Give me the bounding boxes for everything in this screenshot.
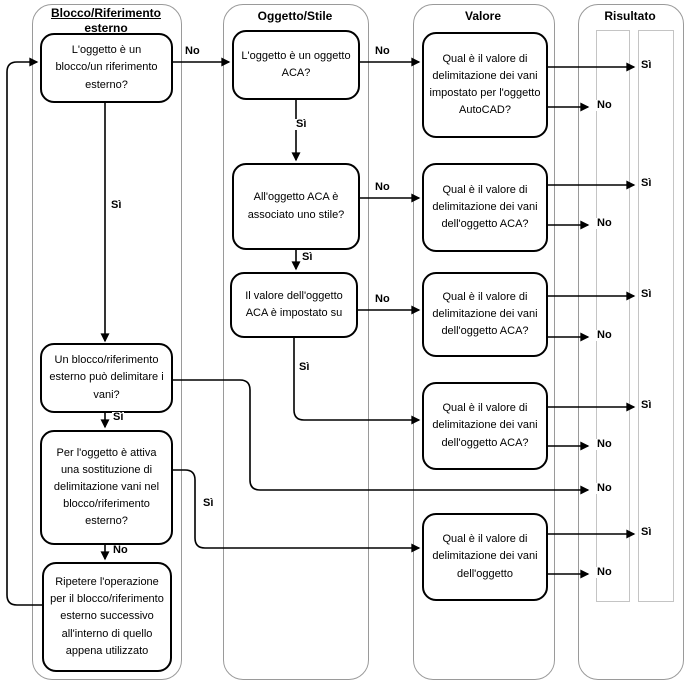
lane-valore [413,4,555,680]
node-aca-value-set: Il valore dell'oggetto ACA è impostato s… [230,272,358,338]
node-value-object: Qual è il valore di delimitazione dei va… [422,513,548,601]
label-no-c3: No [374,293,391,305]
label-result-no-4: No [596,438,613,450]
label-no-c1: No [374,45,391,57]
edge-b3-si-to-v5 [173,469,421,553]
label-result-si-1: Sì [640,59,653,71]
label-result-si-3: Sì [640,288,653,300]
node-repeat-operation: Ripetere l'operazione per il blocco/rife… [42,562,172,672]
edge-b4-loop-to-b1 [6,57,42,606]
result-slot-si [638,30,674,602]
label-si-c3: Sì [298,361,311,373]
label-si-b3: Sì [202,497,215,509]
label-result-si-6: Sì [640,526,653,538]
node-value-aca-3: Qual è il valore di delimitazione dei va… [422,382,548,470]
lane-title-blocco-riferimento: Blocco/Riferimento esterno [50,6,161,35]
lane-oggetto-stile [223,4,369,680]
node-has-style: All'oggetto ACA è associato uno stile? [232,163,360,250]
label-result-no-1: No [596,99,613,111]
label-result-no-5: No [596,482,613,494]
label-result-no-6: No [596,566,613,578]
node-is-block-xref: L'oggetto è un blocco/un riferimento est… [40,33,173,103]
label-no-b1: No [184,45,201,57]
label-no-b3: No [112,544,129,556]
lane-blocco-riferimento [32,4,182,680]
label-si-b2: Sì [112,411,125,423]
result-slot-no [596,30,630,602]
node-value-autocad-object: Qual è il valore di delimitazione dei va… [422,32,548,138]
node-override-active: Per l'oggetto è attiva una sostituzione … [40,430,173,545]
label-result-no-2: No [596,217,613,229]
node-is-aca-object: L'oggetto è un oggetto ACA? [232,30,360,100]
lane-title-risultato: Risultato [604,9,656,23]
lane-title-oggetto-stile: Oggetto/Stile [257,9,333,23]
label-si-c1: Sì [295,118,308,130]
lane-risultato [578,4,684,680]
label-result-si-4: Sì [640,399,653,411]
label-no-c2: No [374,181,391,193]
lane-title-valore: Valore [464,9,502,23]
edge-b2-to-result-no [173,379,590,495]
node-block-can-bound: Un blocco/riferimento esterno può delimi… [40,343,173,413]
node-value-aca-1: Qual è il valore di delimitazione dei va… [422,163,548,252]
label-result-si-2: Sì [640,177,653,189]
node-value-aca-2: Qual è il valore di delimitazione dei va… [422,272,548,357]
label-si-b1: Sì [110,199,123,211]
edge-c3-si-to-v4 [293,338,421,425]
label-result-no-3: No [596,329,613,341]
label-si-c2: Sì [301,251,314,263]
